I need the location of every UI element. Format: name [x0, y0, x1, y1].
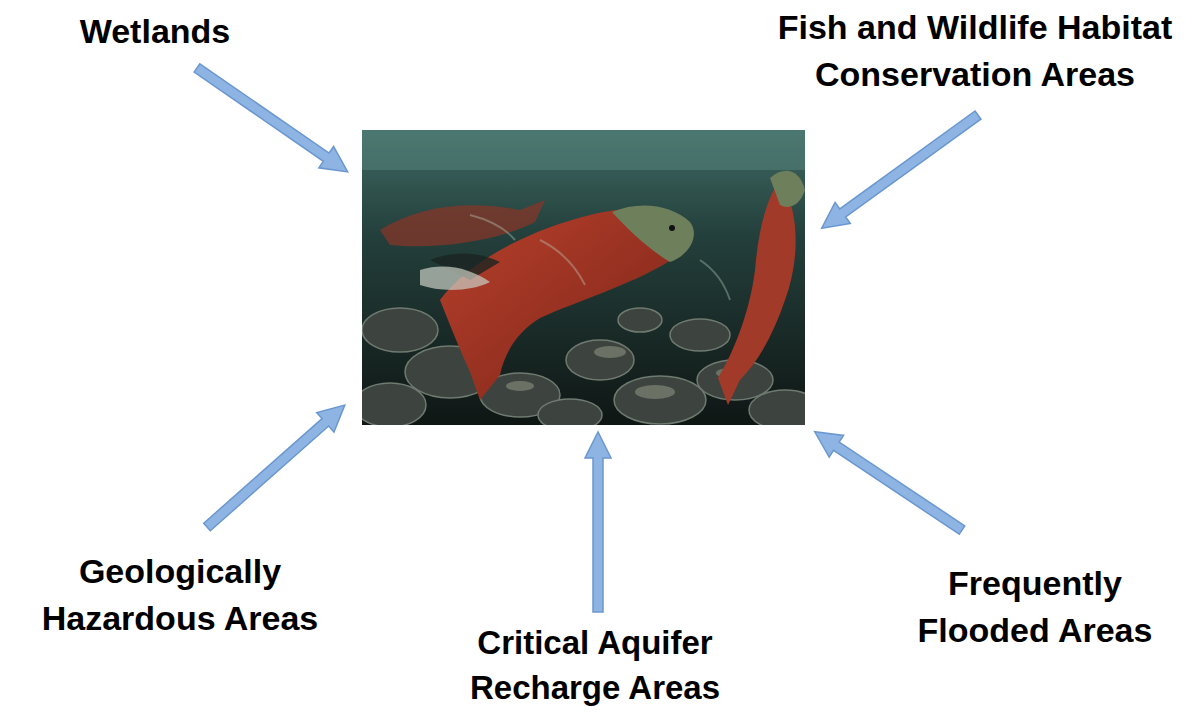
area-label: Frequently Flooded Areas — [900, 560, 1170, 654]
block-arrow — [814, 104, 986, 238]
block-arrow — [198, 395, 353, 536]
block-arrow — [190, 57, 355, 182]
block-arrow — [585, 432, 611, 612]
block-arrow — [808, 421, 970, 541]
salmon-photo — [362, 130, 805, 425]
area-label: Wetlands — [50, 8, 260, 55]
area-label: Critical Aquifer Recharge Areas — [445, 620, 745, 710]
area-label: Fish and Wildlife Habitat Conservation A… — [755, 4, 1195, 98]
block-arrows — [190, 57, 986, 612]
area-label: Geologically Hazardous Areas — [25, 548, 335, 642]
